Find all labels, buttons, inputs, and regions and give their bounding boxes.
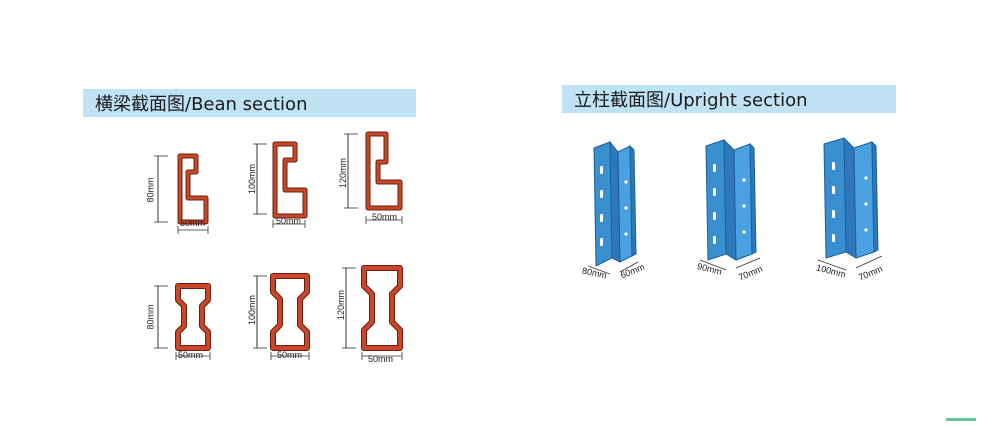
corner-accent-bar: [946, 418, 976, 421]
beam-5-height-label: 100mm: [247, 294, 258, 326]
bean-section-title: 横梁截面图/Bean section: [83, 89, 416, 117]
beam-profile-box-120: [342, 265, 403, 360]
beam-4-height-label: 80mm: [145, 304, 156, 330]
beam-profile-l-120: [344, 131, 403, 224]
beam-3-height-label: 120mm: [338, 157, 349, 189]
beam-1-width-label: 50mm: [180, 218, 206, 228]
beam-6-height-label: 120mm: [336, 289, 347, 321]
upright-profile-100x70: [817, 136, 883, 271]
bean-section-title-text: 横梁截面图/Bean section: [95, 94, 308, 115]
beam-profile-box-80: [154, 283, 211, 360]
upright-section-title-text: 立柱截面图/Upright section: [574, 90, 808, 111]
beam-profile-l-80: [154, 153, 209, 234]
beam-4-width-label: 50mm: [178, 350, 204, 360]
beam-5-width-label: 50mm: [277, 350, 303, 360]
beam-profile-box-100: [253, 273, 310, 360]
beam-6-width-label: 50mm: [368, 354, 394, 364]
beam-2-width-label: 50mm: [276, 216, 302, 226]
beam-3-width-label: 50mm: [372, 212, 398, 222]
beam-2-height-label: 100mm: [247, 163, 258, 195]
upright-profile-80x60: [587, 140, 639, 275]
upright-section-title: 立柱截面图/Upright section: [562, 85, 896, 113]
beam-1-height-label: 80mm: [145, 177, 156, 203]
upright-profile-90x70: [699, 138, 761, 271]
beam-profile-l-100: [253, 141, 308, 228]
